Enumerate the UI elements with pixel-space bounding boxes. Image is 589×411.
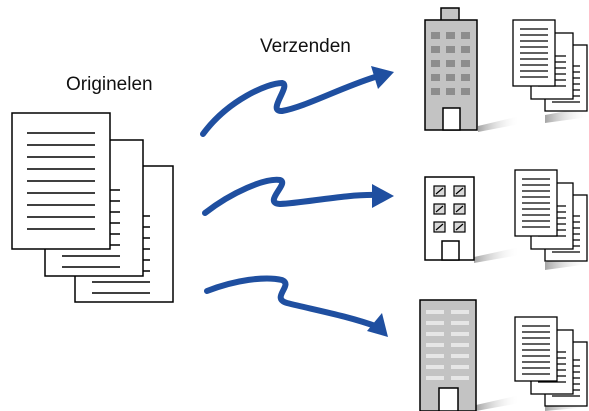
received-documents-2-icon: [514, 169, 589, 270]
received-documents-1-icon: [512, 19, 589, 123]
send-arrow-3-head-icon: [367, 313, 388, 337]
send-arrow-3-icon: [204, 275, 381, 330]
original-page-front: [11, 112, 111, 250]
originals-label: Originelen: [66, 74, 153, 95]
send-arrow-2-icon: [202, 176, 381, 216]
send-label: Verzenden: [260, 36, 351, 57]
tall-office-building-icon: [424, 7, 520, 132]
small-office-building-icon: [424, 176, 520, 263]
send-arrow-2-head-icon: [372, 184, 394, 208]
originals-stack-icon: [11, 112, 174, 303]
striped-office-building-icon: [419, 299, 520, 411]
send-arrow-1-icon: [200, 74, 378, 137]
received-documents-3-icon: [514, 316, 589, 411]
send-arrow-1-head-icon: [371, 66, 394, 89]
